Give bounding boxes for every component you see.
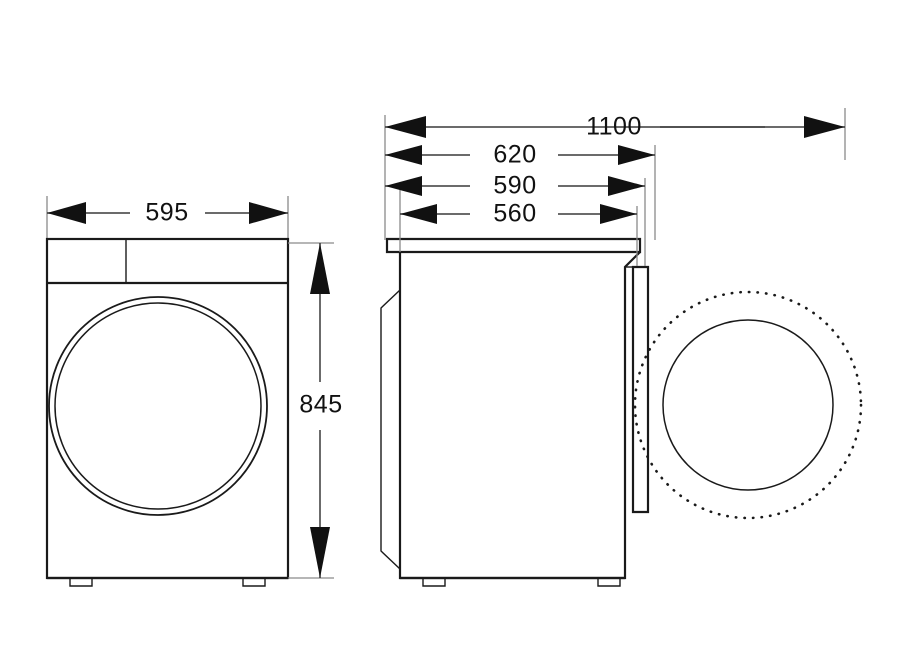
dim-560-arrow-left xyxy=(400,204,437,224)
front-door-outer-ring xyxy=(48,296,268,516)
dim-560-group: 560 xyxy=(400,200,637,228)
dim-620-group: 620 xyxy=(385,141,655,169)
door-swing-clearance-circle xyxy=(633,290,863,520)
dim-1100-arrow-right xyxy=(804,116,845,138)
door-swing-inner-circle xyxy=(662,319,834,491)
side-view-group xyxy=(380,237,863,587)
dim-1100-group: 1100 xyxy=(385,113,845,141)
side-cabinet-body xyxy=(398,251,641,580)
dim-1100-label: 1100 xyxy=(586,113,642,141)
front-foot-right xyxy=(242,578,266,587)
dim-560-label: 560 xyxy=(493,200,536,228)
dim-560-arrow-right xyxy=(600,204,637,224)
front-view-group xyxy=(45,196,290,587)
dim-595-arrow-right xyxy=(249,202,288,224)
dim-845-arrow-top xyxy=(310,243,330,294)
dim-590-group: 590 xyxy=(385,172,645,200)
dim-620-arrow-right xyxy=(618,145,655,165)
dim-590-label: 590 xyxy=(493,172,536,200)
dim-845-group: 845 xyxy=(288,242,342,579)
side-foot-front xyxy=(597,578,621,587)
dim-845-arrow-bottom xyxy=(310,527,330,578)
dim-590-arrow-right xyxy=(608,176,645,196)
front-cabinet-body xyxy=(45,237,290,580)
side-dim-extension-lines xyxy=(384,108,846,266)
dim-845-label: 845 xyxy=(299,391,342,419)
dim-620-label: 620 xyxy=(493,141,536,169)
dim-595-group: 595 xyxy=(47,199,288,227)
dim-1100-arrow-left xyxy=(385,116,426,138)
dim-595-label: 595 xyxy=(145,199,188,227)
side-door-panel xyxy=(631,265,650,514)
dim-620-arrow-left xyxy=(385,145,422,165)
side-top-panel xyxy=(385,237,642,254)
side-rear-panel-chamfer xyxy=(380,289,401,570)
side-foot-rear xyxy=(422,578,446,587)
dim-595-arrow-left xyxy=(47,202,86,224)
front-door-inner-ring xyxy=(54,302,262,510)
dim-590-arrow-left xyxy=(385,176,422,196)
front-foot-left xyxy=(69,578,93,587)
